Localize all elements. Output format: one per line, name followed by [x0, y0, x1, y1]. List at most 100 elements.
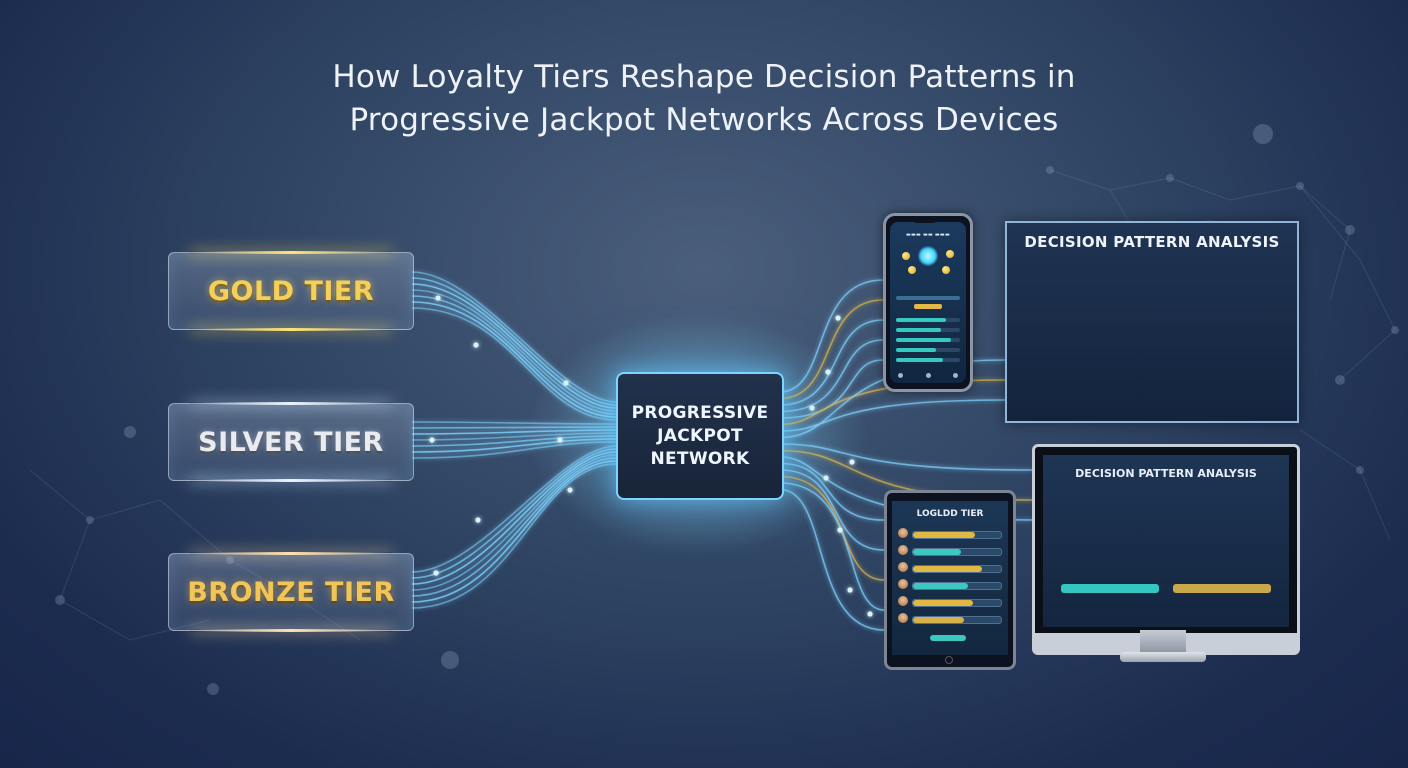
phone-progress-bar [896, 296, 960, 300]
phone-stat-bar [896, 318, 960, 322]
tier-connection-line [411, 435, 617, 447]
page-title-text: How Loyalty Tiers Reshape Decision Patte… [332, 59, 1076, 138]
tier-connection-line [411, 301, 617, 418]
smartphone-screen: ▬▬▬ ▬▬ ▬▬▬ [890, 222, 966, 383]
tablet-tier-row [898, 578, 1002, 590]
coin-icon [946, 250, 954, 258]
network-node [849, 459, 855, 465]
avatar [898, 613, 908, 623]
tablet-tier-row [898, 561, 1002, 573]
tablet-tier-row [898, 595, 1002, 607]
analysis-panel-title: DECISION PATTERN ANALYSIS [1024, 233, 1280, 251]
device-connection-line [779, 482, 885, 611]
tier-connection-line [411, 460, 617, 603]
monitor-status-bar [1173, 584, 1271, 593]
network-node [825, 369, 831, 375]
tier-connection-line [411, 271, 617, 403]
bronze-tier-label: BRONZE TIER [187, 576, 395, 608]
tablet-home-button[interactable] [945, 656, 953, 664]
tier-connection-line [411, 421, 617, 425]
avatar [898, 562, 908, 572]
tablet-title: LOGLDD TIER [916, 509, 984, 519]
network-node [475, 517, 481, 523]
tier-connection-line [411, 441, 617, 459]
tier-connection-line [411, 463, 617, 609]
tablet-action-button[interactable] [930, 635, 966, 641]
background-constellation [29, 169, 1396, 641]
phone-stat-bar [896, 328, 960, 332]
phone-stat-bar [896, 358, 960, 362]
connection-nodes [429, 295, 873, 617]
avatar [898, 528, 908, 538]
tier-connection-line [411, 432, 617, 441]
network-node [809, 405, 815, 411]
tier-connection-line [411, 438, 617, 453]
avatar [898, 596, 908, 606]
phone-stat-bar [896, 348, 960, 352]
silver-tier-label: SILVER TIER [198, 426, 384, 458]
network-node [473, 342, 479, 348]
tier-connection-line [411, 445, 617, 573]
tier-connection-line [411, 429, 617, 435]
monitor-status-bar [1061, 584, 1159, 593]
network-node [823, 475, 829, 481]
phone-notch [914, 218, 936, 223]
page-title: How Loyalty Tiers Reshape Decision Patte… [0, 56, 1408, 142]
device-connection-line [779, 359, 884, 419]
tier-connection-line [411, 426, 617, 429]
tier-connection-line [411, 454, 617, 591]
silver-tier-box: SILVER TIER [168, 402, 414, 482]
tier-connection-line [411, 457, 617, 597]
device-connection-line [779, 339, 884, 413]
phone-nav-bar [898, 373, 958, 379]
network-node [567, 487, 573, 493]
monitor-stand-base [1120, 652, 1206, 662]
tier-connection-line [411, 289, 617, 412]
network-node [837, 527, 843, 533]
network-node [867, 611, 873, 617]
user-icon[interactable] [953, 373, 958, 378]
home-icon[interactable] [898, 373, 903, 378]
phone-action-button[interactable] [914, 304, 942, 309]
monitor-screen: DECISION PATTERN ANALYSIS [1043, 455, 1289, 627]
monitor-stand-neck [1140, 630, 1186, 654]
hub-label: PROGRESSIVE JACKPOT NETWORK [631, 402, 769, 469]
avatar [898, 545, 908, 555]
bronze-tier-box: BRONZE TIER [168, 552, 414, 632]
tier-connection-line [411, 451, 617, 585]
tier-connection-line [411, 295, 617, 415]
tier-connection-line [411, 277, 617, 406]
chart-icon[interactable] [925, 373, 931, 378]
phone-stat-bar [896, 338, 960, 342]
device-connection-line [779, 443, 1033, 471]
monitor-title: DECISION PATTERN ANALYSIS [1075, 467, 1257, 480]
device-connection-line [779, 469, 885, 551]
progressive-jackpot-network-hub: PROGRESSIVE JACKPOT NETWORK [616, 372, 784, 500]
device-connection-line [779, 399, 1006, 432]
network-node [435, 295, 441, 301]
smartphone-device: ▬▬▬ ▬▬ ▬▬▬ [883, 213, 973, 392]
decision-pattern-analysis-panel: DECISION PATTERN ANALYSIS [1005, 221, 1299, 423]
desktop-monitor-device: DECISION PATTERN ANALYSIS [1032, 444, 1300, 655]
tablet-tier-row [898, 612, 1002, 624]
phone-header-text: ▬▬▬ ▬▬ ▬▬▬ [906, 232, 950, 238]
tier-connection-line [411, 448, 617, 579]
avatar [898, 579, 908, 589]
tier-connection-line [411, 307, 617, 421]
device-connection-line [779, 462, 885, 521]
device-connection-line [779, 279, 884, 393]
network-node [429, 437, 435, 443]
tablet-screen: LOGLDD TIER [892, 501, 1008, 655]
network-node [847, 587, 853, 593]
device-connection-line [779, 299, 884, 400]
device-connection-line [779, 319, 884, 406]
coin-icon [942, 266, 950, 274]
jackpot-orb-icon [918, 246, 938, 266]
network-node [563, 380, 569, 386]
tablet-device: LOGLDD TIER [884, 490, 1016, 670]
gold-tier-label: GOLD TIER [207, 275, 375, 307]
tier-to-hub-connections [411, 271, 617, 609]
network-node [433, 570, 439, 576]
coin-icon [902, 252, 910, 260]
gold-tier-box: GOLD TIER [168, 251, 414, 331]
